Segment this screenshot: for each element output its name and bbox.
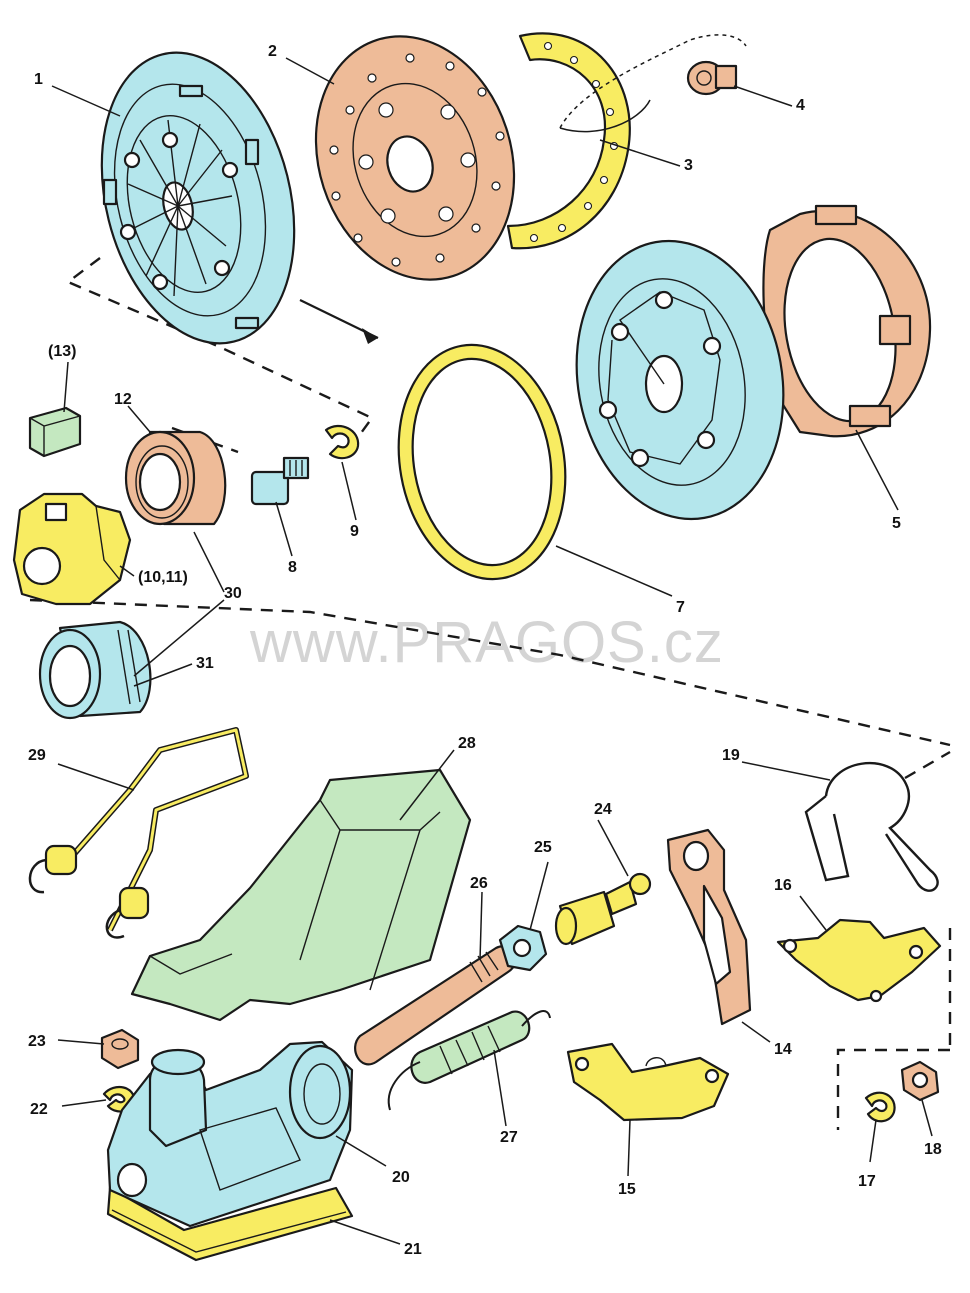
leader-lines [51, 57, 933, 1245]
part-24-adjuster-rod [554, 872, 652, 946]
label-15: 15 [618, 1181, 636, 1198]
watermark-text: www.PRAGOS.cz [249, 610, 724, 675]
label-10-11: (10,11) [138, 569, 188, 586]
part-10-11-bearing-holder [12, 492, 132, 606]
part-28-lever-cover [130, 768, 472, 1022]
label-7: 7 [676, 599, 685, 616]
part-14-release-lever [666, 828, 752, 1026]
label-30: 30 [224, 585, 242, 602]
label-29: 29 [28, 747, 46, 764]
part-8-bolt [250, 456, 310, 506]
part-1-pressure-plate [100, 51, 296, 345]
label-8: 8 [288, 559, 297, 576]
part-23-nut [100, 1028, 140, 1070]
part-19-wire-clip [804, 761, 939, 892]
label-4: 4 [796, 97, 805, 114]
label-9: 9 [350, 523, 359, 540]
part-29-return-spring [28, 727, 249, 939]
label-17: 17 [858, 1173, 876, 1190]
label-18: 18 [924, 1141, 942, 1158]
part-3-friction-ring [506, 32, 631, 250]
part-18-nut [900, 1060, 940, 1102]
part-25-nut [498, 924, 548, 972]
part-2-clutch-disc [314, 35, 516, 281]
part-31-guide-sleeve [38, 620, 152, 720]
label-26: 26 [470, 875, 488, 892]
label-14: 14 [774, 1041, 792, 1058]
part-20-lever-housing [106, 1040, 354, 1228]
label-13: (13) [48, 343, 76, 360]
label-23: 23 [28, 1033, 46, 1050]
label-12: 12 [114, 391, 132, 408]
label-31: 31 [196, 655, 214, 672]
part-12-release-bearing [124, 430, 227, 526]
part-17-circlip [864, 1091, 896, 1123]
label-28: 28 [458, 735, 476, 752]
part-16-bracket [776, 918, 942, 1003]
label-16: 16 [774, 877, 792, 894]
part-13-block [28, 406, 82, 458]
part-number-labels: 1 2 3 4 5 7 8 9 (10,11) 12 (13) 14 15 16… [28, 43, 942, 1258]
label-27: 27 [500, 1129, 518, 1146]
part-4-bushing [686, 60, 738, 96]
part-27-tension-spring [387, 1010, 551, 1111]
part-5-clutch-cover [762, 204, 932, 438]
label-1: 1 [34, 71, 43, 88]
part-7-sealing-ring [397, 343, 567, 581]
label-5: 5 [892, 515, 901, 532]
label-21: 21 [404, 1241, 422, 1258]
label-3: 3 [684, 157, 693, 174]
label-20: 20 [392, 1169, 410, 1186]
part-15-bracket [566, 1042, 730, 1122]
part-9-circlip [324, 424, 360, 460]
label-22: 22 [30, 1101, 48, 1118]
pressure-plate-assembled [575, 239, 785, 521]
label-25: 25 [534, 839, 552, 856]
label-2: 2 [268, 43, 277, 60]
label-24: 24 [594, 801, 612, 818]
label-19: 19 [722, 747, 740, 764]
